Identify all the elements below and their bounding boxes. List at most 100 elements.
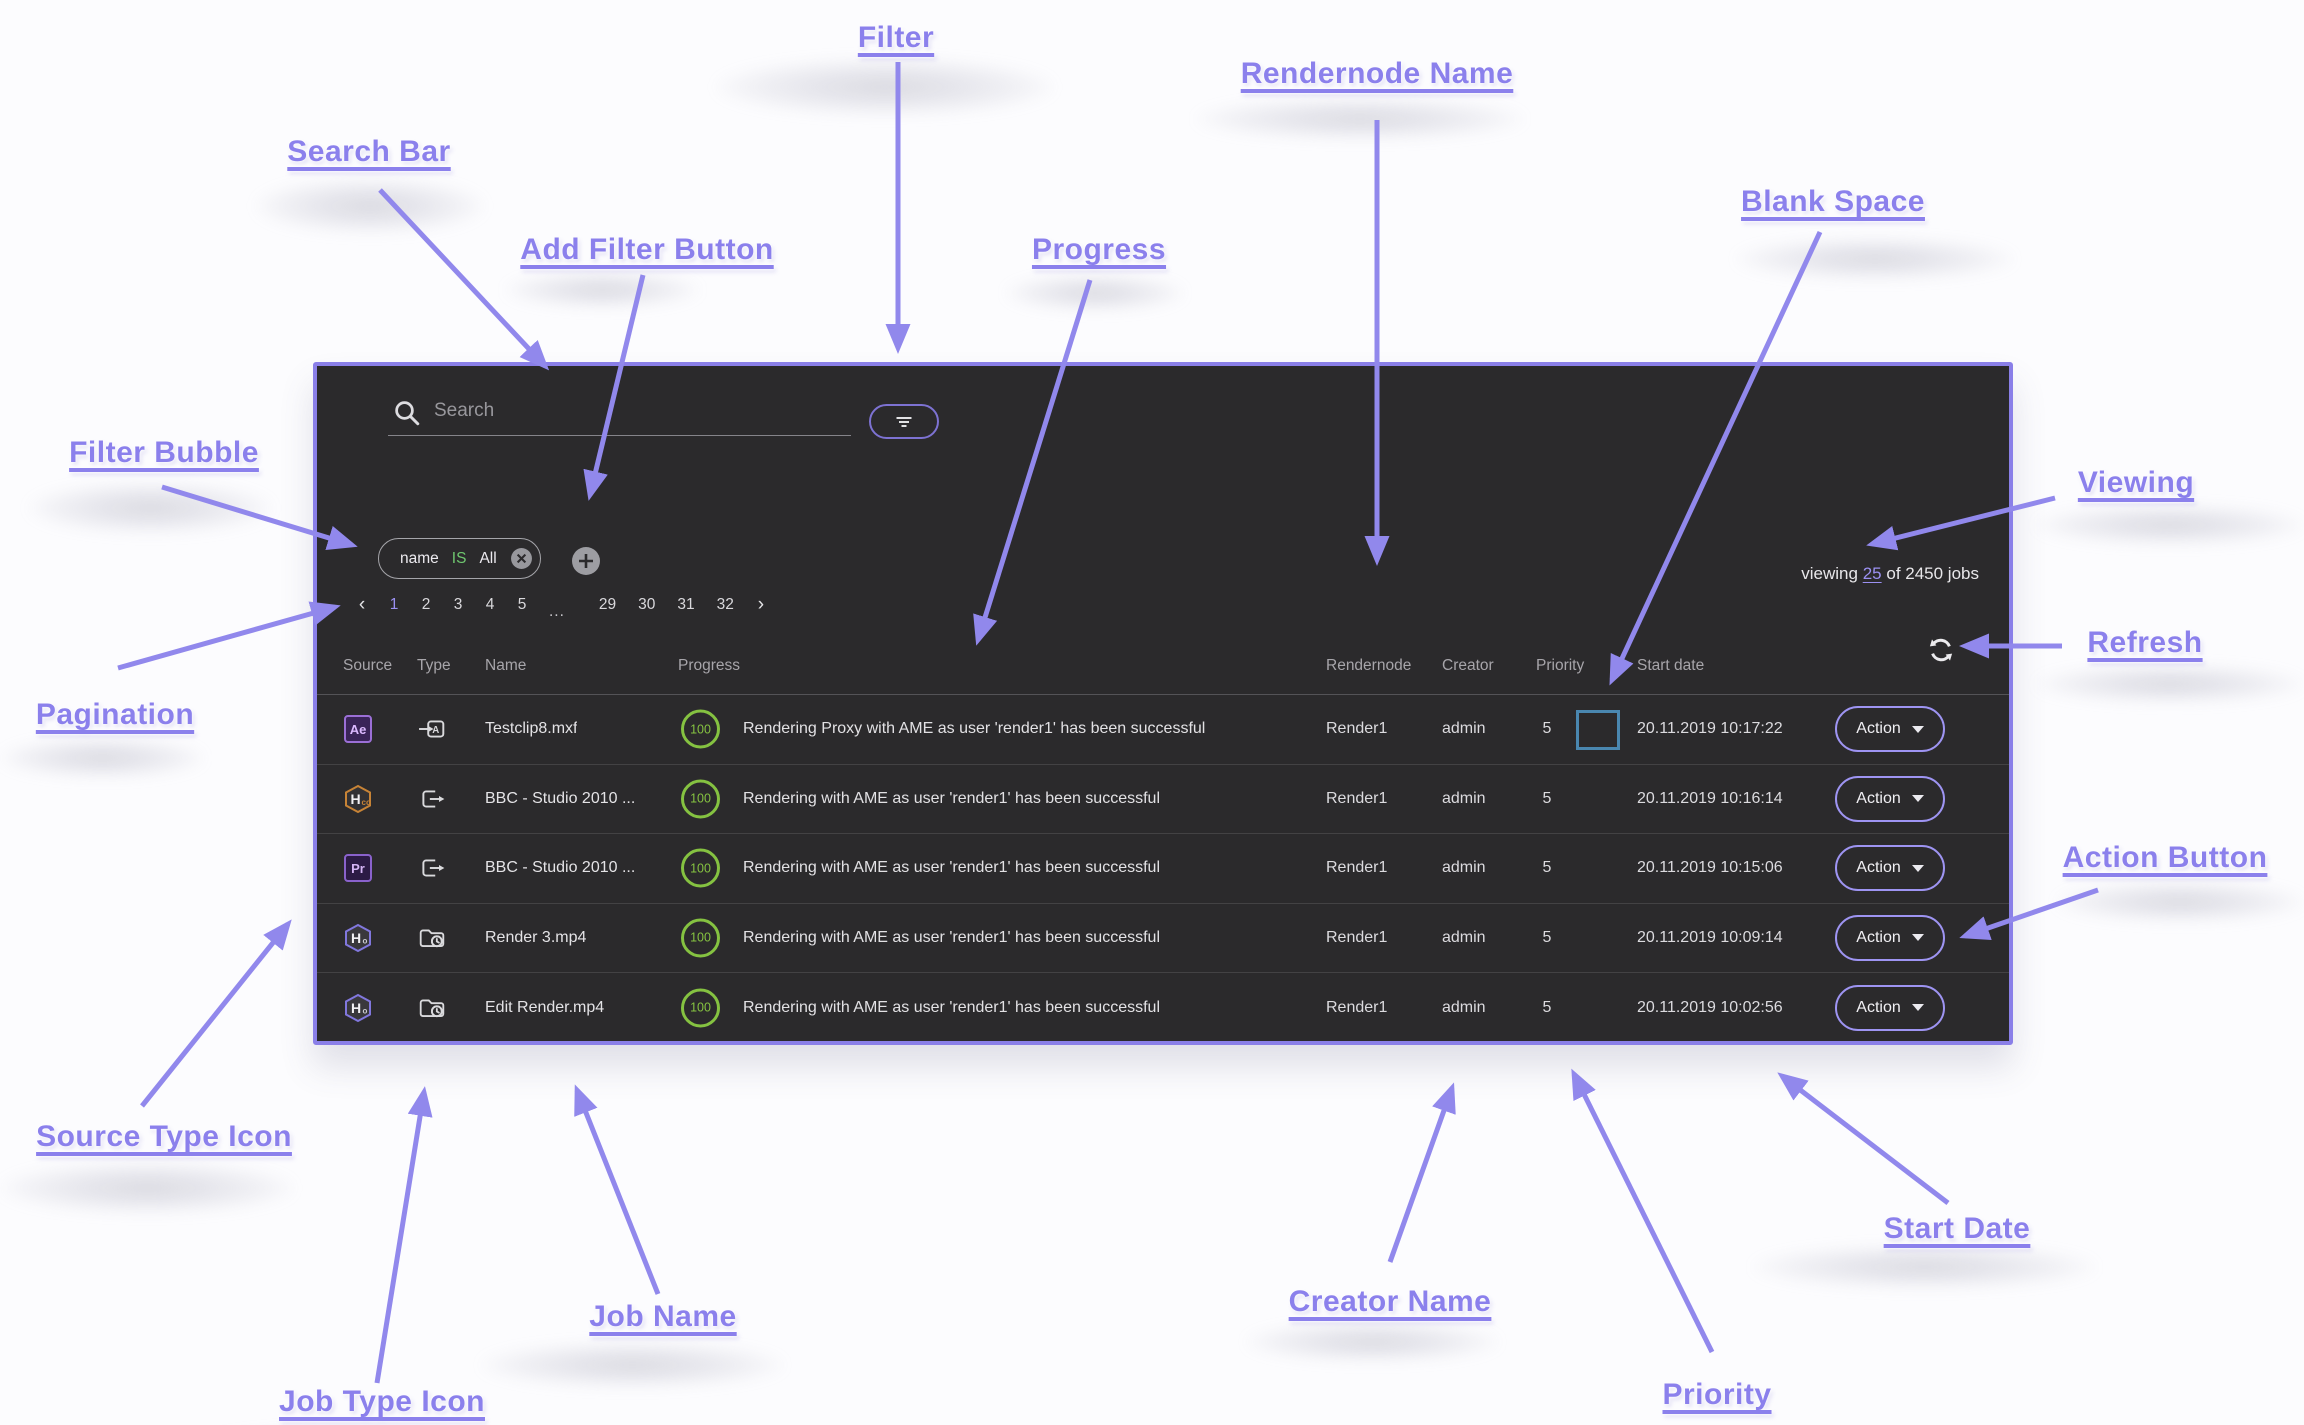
page-29[interactable]: 29: [598, 596, 617, 613]
rendernode-name: Render1: [1326, 859, 1388, 877]
shadow-blob: [715, 58, 1055, 116]
rendernode-name: Render1: [1326, 998, 1388, 1016]
progress-message: Rendering Proxy with AME as user 'render…: [743, 720, 1206, 738]
arrow-job-type-icon: [374, 1086, 433, 1384]
shadow-blob: [0, 1162, 295, 1214]
action-button[interactable]: Action: [1835, 706, 1945, 753]
chevron-down-icon: [1911, 1004, 1924, 1012]
annotation-add-filter-button: Add Filter Button: [520, 233, 774, 266]
annotation-filter-bubble: Filter Bubble: [69, 436, 259, 469]
header-rendernode: Rendernode: [1326, 656, 1412, 674]
annotation-refresh: Refresh: [2087, 626, 2203, 659]
table-row[interactable]: Ae A Testclip8.mxf 100 Rendering Proxy w…: [317, 695, 2009, 765]
shadow-blob: [480, 1342, 785, 1388]
prev-page-icon[interactable]: ‹: [358, 594, 366, 615]
page-32[interactable]: 32: [716, 596, 734, 613]
blank-space-box: [1576, 710, 1620, 750]
progress-value: 100: [690, 791, 711, 806]
priority-value: 5: [1542, 859, 1552, 877]
header-type: Type: [417, 656, 451, 674]
progress-message: Rendering with AME as user 'render1' has…: [743, 998, 1160, 1016]
action-label: Action: [1856, 998, 1901, 1016]
remove-filter-icon[interactable]: [510, 547, 533, 570]
filter-bubble[interactable]: name IS All: [378, 538, 541, 579]
annotation-action-button: Action Button: [2062, 841, 2268, 874]
rendernode-name: Render1: [1326, 928, 1388, 946]
viewing-status: viewing 25 of 2450 jobs: [1801, 564, 1979, 584]
next-page-icon[interactable]: ›: [757, 594, 765, 615]
job-type-icon-watchfolder: [417, 924, 447, 952]
shadow-blob: [2035, 505, 2304, 545]
page-3[interactable]: 3: [453, 596, 463, 613]
viewing-count-link[interactable]: 25: [1862, 564, 1882, 583]
add-filter-button[interactable]: [571, 546, 601, 576]
progress-circle: 100: [681, 918, 720, 958]
progress-circle: 100: [681, 709, 720, 749]
job-name: Render 3.mp4: [485, 928, 587, 946]
progress-value: 100: [690, 1000, 711, 1015]
svg-text:A: A: [432, 725, 439, 736]
creator-name: admin: [1442, 859, 1486, 877]
source-type-icon-hexagon-purple: H o: [343, 993, 373, 1023]
annotation-source-type-icon: Source Type Icon: [36, 1120, 292, 1153]
progress-message: Rendering with AME as user 'render1' has…: [743, 859, 1160, 877]
source-badge: Ae: [349, 721, 367, 737]
page-1[interactable]: 1: [389, 596, 399, 613]
table-row[interactable]: H o Render 3.mp4 100 Rendering with AME …: [317, 904, 2009, 973]
start-date: 20.11.2019 10:09:14: [1637, 928, 1783, 946]
page-30[interactable]: 30: [638, 596, 656, 613]
start-date: 20.11.2019 10:15:06: [1637, 859, 1783, 877]
search-input[interactable]: [388, 390, 851, 436]
shadow-blob: [255, 178, 485, 234]
page-2[interactable]: 2: [421, 596, 431, 613]
source-type-icon-after-effects: Ae: [343, 715, 373, 744]
chevron-down-icon: [1911, 725, 1924, 733]
action-button[interactable]: Action: [1835, 914, 1945, 961]
page-31[interactable]: 31: [677, 596, 695, 613]
arrow-pagination: [117, 601, 341, 671]
progress-message: Rendering with AME as user 'render1' has…: [743, 789, 1160, 807]
page-4[interactable]: 4: [485, 596, 495, 613]
start-date: 20.11.2019 10:02:56: [1637, 998, 1783, 1016]
filter-list-icon: [896, 416, 912, 427]
page-5[interactable]: 5: [517, 596, 527, 613]
source-type-icon-premiere: Pr: [343, 854, 373, 883]
refresh-icon: [1929, 638, 1953, 662]
shadow-blob: [2035, 665, 2304, 703]
header-priority: Priority: [1536, 656, 1585, 674]
source-type-icon-hexagon-orange: H co: [343, 784, 373, 814]
job-type-icon-export: [417, 785, 447, 813]
progress-circle: 100: [681, 988, 720, 1028]
header-source: Source: [343, 656, 393, 674]
action-button[interactable]: Action: [1835, 845, 1945, 892]
annotation-job-name: Job Name: [589, 1300, 737, 1333]
progress-value: 100: [690, 930, 711, 945]
header-creator: Creator: [1442, 656, 1494, 674]
job-name: Edit Render.mp4: [485, 998, 605, 1016]
job-name: BBC - Studio 2010 ...: [485, 789, 636, 807]
annotation-job-type-icon: Job Type Icon: [279, 1385, 485, 1418]
table-header: Source Type Name Progress Rendernode Cre…: [317, 637, 2009, 695]
action-button[interactable]: Action: [1835, 984, 1945, 1031]
action-button[interactable]: Action: [1835, 775, 1945, 822]
shadow-blob: [1245, 1322, 1500, 1362]
arrow-job-name: [574, 1084, 661, 1295]
action-label: Action: [1856, 928, 1901, 946]
filter-button[interactable]: [869, 404, 939, 439]
table-row[interactable]: H co BBC - Studio 2010 ... 100 Rendering…: [317, 765, 2009, 834]
refresh-button[interactable]: [1923, 632, 1959, 668]
shadow-blob: [1005, 275, 1185, 311]
annotation-viewing: Viewing: [2077, 466, 2195, 499]
progress-message: Rendering with AME as user 'render1' has…: [743, 928, 1160, 946]
chevron-down-icon: [1911, 795, 1924, 803]
start-date: 20.11.2019 10:17:22: [1637, 720, 1783, 738]
table-row[interactable]: H o Edit Render.mp4 100 Rendering with A…: [317, 973, 2009, 1043]
creator-name: admin: [1442, 789, 1486, 807]
svg-text:H: H: [351, 930, 361, 946]
header-start-date: Start date: [1637, 656, 1705, 674]
shadow-blob: [1195, 98, 1525, 140]
table-row[interactable]: Pr BBC - Studio 2010 ... 100 Rendering w…: [317, 834, 2009, 904]
svg-text:co: co: [362, 798, 371, 807]
start-date: 20.11.2019 10:16:14: [1637, 789, 1783, 807]
job-type-icon-watchfolder: [417, 994, 447, 1022]
